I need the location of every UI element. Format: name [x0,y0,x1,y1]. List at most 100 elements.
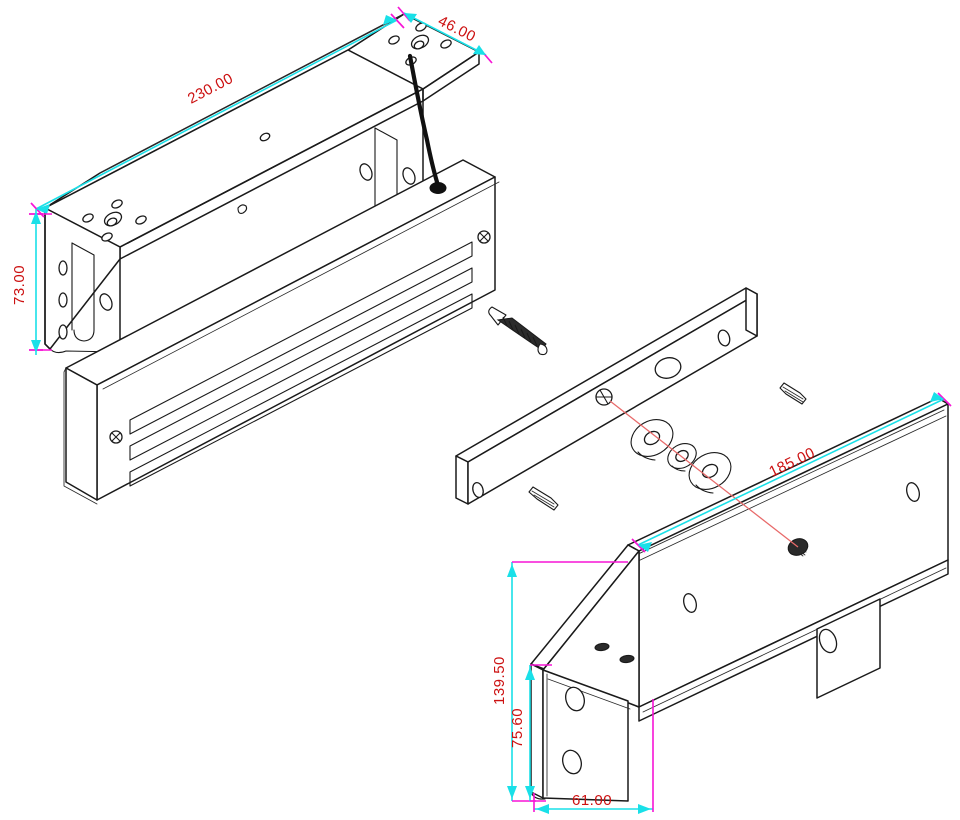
armature-plate-left-end [455,455,469,505]
l-bracket-oval-hole-3 [359,163,373,181]
z-bracket-hole-left [683,593,697,613]
dim-230-arrow-start [36,204,50,214]
z-bracket-hole-right [906,482,920,502]
l-bracket-spine-nub [237,204,248,214]
z-bracket-flange-line [642,567,947,713]
dimension-width-61: 61.00 [533,699,654,814]
lock-body-groove-3 [129,293,473,487]
z-bracket-panel-chamfer-1 [633,409,945,557]
l-bracket-slot2-top [374,127,398,141]
l-bracket-hole-1 [58,260,68,276]
part-lock-body [63,53,500,505]
leader-origin-cross [595,389,613,405]
armature-plate-right-end [745,287,758,337]
dowel-pin-2-lines [531,490,555,508]
washer-3-bore [701,463,719,479]
lock-body-left-end-face [65,367,98,501]
z-bracket-tab-oval-hole [818,628,838,654]
lock-body-top-chamfer [102,181,500,390]
dowel-pin-1-body [779,382,807,405]
z-bracket-panel-chamfer-2 [635,415,947,563]
lock-body-screw-left [109,430,123,444]
washer-1-thickness [637,451,656,461]
l-bracket-hole-r3 [388,35,400,45]
lock-cable [407,53,440,185]
dim-13950-text: 139.50 [491,656,508,705]
lock-body-groove-2 [129,267,473,461]
armature-plate-center-hole [654,357,682,379]
dim-185-arrow-end [930,392,944,402]
dim-13950-arrow-bottom [507,786,517,799]
dim-73-arrow-top [31,211,41,224]
dowel-pin-1-lines [782,386,804,403]
part-z-bracket [530,397,949,802]
part-armature-plate [455,287,758,505]
l-bracket-hole-l1 [111,199,123,209]
dim-7560-arrow-top [525,667,535,680]
l-bracket-spine-fold [99,13,405,174]
dim-7560-ext [530,664,552,802]
washer-1-bore [643,430,661,446]
dim-7560-arrow-bottom [525,786,535,799]
dim-73-text: 73.00 [11,265,28,305]
dim-61-ext [533,699,654,812]
l-bracket-hole-l3 [82,213,94,223]
dim-13950-arrow-top [507,564,517,577]
l-bracket-oval-hole-2 [402,167,416,185]
dim-185-ticks [631,392,952,553]
l-bracket-slot-1 [73,254,95,342]
part-washer-large-2 [688,452,732,494]
lock-body-left-chamfer [63,367,98,505]
dim-230-line [35,19,398,210]
part-dowel-pin-2 [528,486,559,511]
dim-46-line [403,12,487,56]
armature-plate-hole-left [472,482,484,498]
part-washer-large-1 [630,419,674,461]
dim-185-line [637,398,945,546]
dim-61-arrow-right [638,804,651,814]
screw-head [488,306,507,326]
l-bracket-oval-hole-1 [99,293,113,311]
screw-threads [502,316,538,347]
assembly-leader-line [595,388,799,548]
z-bracket-leg-hole-1 [565,686,585,712]
dowel-pin-2-body [528,486,559,511]
l-bracket-left-edge [44,207,51,350]
l-bracket-hole-l4 [101,232,113,242]
l-bracket-hole-l2 [135,215,147,225]
l-bracket-hole-2 [58,292,68,308]
dim-7560-text: 75.60 [509,708,526,748]
l-bracket-slot-top [71,242,95,256]
part-dowel-pin-1 [779,382,807,405]
l-bracket-hole-mid [259,132,271,142]
armature-plate-hole-right [717,329,731,347]
washer-2-thickness [671,465,686,472]
z-bracket-leg-front [542,669,629,802]
z-bracket-leg-chamfer [547,678,631,710]
z-bracket-leg-hole-2 [562,749,582,775]
washer-3-thickness [695,484,714,494]
z-bracket-leg-left-end [530,663,544,799]
lock-cable-grommet [429,182,447,194]
dim-230-arrow-end [383,15,397,25]
dimension-height-7560: 75.60 [509,664,552,802]
lock-body-screw-right [477,230,491,244]
dim-185-arrow-start [638,542,652,552]
part-mounting-screw [488,306,548,356]
l-bracket-countersink-right-inner [413,40,425,50]
dim-61-arrow-left [536,804,549,814]
leader-path [609,400,799,548]
dim-46-arrow-start [404,13,417,23]
dim-46-arrow-end [473,45,486,55]
z-bracket-lower-tab [816,598,881,699]
l-bracket-countersink-left-inner [106,217,118,227]
dim-73-arrow-bottom [31,340,41,353]
z-bracket-shelf-hole-1 [594,642,610,652]
dim-61-text: 61.00 [572,792,612,809]
l-bracket-hole-r2 [440,39,452,49]
z-bracket-shelf-hole-2 [619,654,635,664]
lock-body-groove-1 [129,241,473,435]
l-bracket-hole-3 [58,324,68,340]
